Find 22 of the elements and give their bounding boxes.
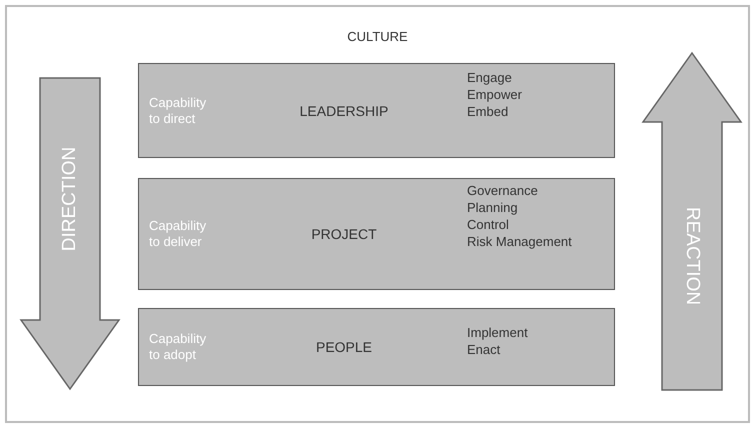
frame-heading: CULTURE [346,29,409,45]
list-item: Embed [467,104,508,120]
list-item: Empower [467,87,522,103]
process-box [138,178,615,290]
list-item: Risk Management [467,234,572,250]
diagram-frame [5,5,750,423]
list-item: Enact [467,342,500,358]
list-item: Planning [467,200,518,216]
process-box [138,63,615,158]
box-heading: LEADERSHIP [298,102,390,118]
capability-text: Capability to deliver [149,218,208,250]
process-box [138,308,615,386]
box-heading: PEOPLE [314,339,374,355]
list-item: Engage [467,70,512,86]
list-item: Control [467,217,509,233]
capability-text: Capability to direct [149,94,208,126]
arrow-label: DIRECTION [59,146,81,252]
list-item: Implement [467,325,528,341]
capability-text: Capability to adopt [149,331,208,363]
box-heading: PROJECT [310,226,378,242]
list-item: Governance [467,183,538,199]
arrow-label: REACTION [681,206,703,306]
